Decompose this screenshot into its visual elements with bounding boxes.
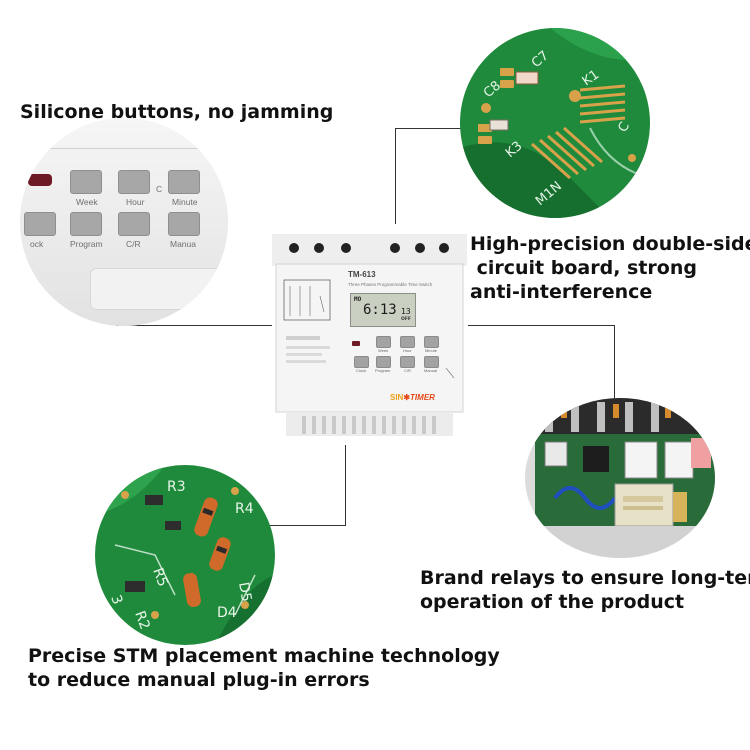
connector-pcb-top-h [395, 128, 465, 129]
minute-label: Minute [172, 197, 198, 207]
device-manual-label: Manual [424, 368, 438, 373]
device-cr-button[interactable] [400, 356, 415, 368]
connector-pcb-top-v [395, 128, 396, 224]
brand-timer: TIMER [410, 393, 435, 402]
device-week-button[interactable] [376, 336, 391, 348]
connector-stm-h [265, 525, 346, 526]
caption-silicone-buttons: Silicone buttons, no jamming [20, 100, 333, 124]
connector-relays-v [614, 325, 615, 401]
pcb-label-r3: R3 [167, 479, 186, 495]
lcd-state: OFF [401, 317, 411, 322]
connector-stm-v [345, 445, 346, 525]
lcd-day: MO [354, 296, 362, 303]
pcb-label-r4: R4 [235, 501, 254, 517]
relays-svg [525, 398, 715, 558]
device-clock-button[interactable] [354, 356, 369, 368]
device-hour-button[interactable] [400, 336, 415, 348]
device-week-label: Week [378, 348, 389, 353]
brand-separator-icon: ✱ [403, 393, 411, 402]
clock-label: ock [30, 239, 44, 249]
pcb-label-d4: D4 [217, 605, 237, 621]
hour-button[interactable] [118, 170, 150, 194]
device-minute-button[interactable] [424, 336, 439, 348]
caption-line: Precise STM placement machine technology [28, 645, 500, 667]
device-hour-label: Hour [403, 348, 412, 353]
device-program-label: Program [375, 368, 391, 373]
button-closeup-photo: Week Hour C Minute ock Program C/R Manua [20, 118, 228, 326]
minute-button[interactable] [168, 170, 200, 194]
pcb-label-d5: D5 [235, 581, 254, 603]
caption-line: anti-interference [470, 281, 653, 303]
pcb-label-r5: R5 [149, 566, 170, 589]
device-body-svg [272, 234, 467, 436]
device-clock-label: Clock [356, 368, 367, 373]
program-button[interactable] [70, 212, 102, 236]
caption-line: operation of the product [420, 591, 685, 613]
caption-stm-placement: Precise STM placement machine technology… [28, 644, 500, 692]
week-button[interactable] [70, 170, 102, 194]
device-subtitle: Three Phases Programmable Time Switch [348, 282, 433, 287]
caption-line: circuit board, strong [470, 257, 697, 279]
brand-sin: SIN [390, 393, 404, 402]
pcb-bottom-svg: R3 R4 R5 R2 D5 D4 3 [95, 465, 275, 645]
manual-label: Manua [170, 239, 196, 249]
caption-line: Brand relays to ensure long-term [420, 567, 750, 589]
led-indicator [28, 174, 52, 186]
brand-logo: SIN✱TIMER [390, 393, 435, 402]
caption-circuit-board: High-precision double-sided circuit boar… [470, 232, 750, 304]
lcd-time: 6:13 [363, 302, 397, 318]
time-switch-device: TM-613 Three Phases Programmable Time Sw… [272, 226, 467, 446]
device-program-button[interactable] [376, 356, 391, 368]
manual-button[interactable] [168, 212, 200, 236]
device-cr-label: C/R [404, 368, 411, 373]
pcb-closeup-bottom-photo: R3 R4 R5 R2 D5 D4 3 [95, 465, 275, 645]
caption-line: Silicone buttons, no jamming [20, 101, 334, 123]
week-label: Week [76, 197, 98, 207]
caption-line: High-precision double-sided [470, 233, 750, 255]
device-manual-button[interactable] [424, 356, 439, 368]
program-label: Program [70, 239, 103, 249]
pcb-top-svg: C7 K1 C8 K3 M1N C [460, 28, 650, 218]
clock-button[interactable] [24, 212, 56, 236]
device-minute-label: Minute [425, 348, 438, 353]
lcd-display: MO 6:13 13 OFF [350, 293, 416, 327]
cr-button[interactable] [118, 212, 150, 236]
relays-closeup-photo [525, 398, 715, 558]
caption-line: to reduce manual plug-in errors [28, 669, 370, 691]
pcb-closeup-top-photo: C7 K1 C8 K3 M1N C [460, 28, 650, 218]
pcb-label-r2: R2 [131, 609, 152, 632]
lcd-seconds: 13 [401, 307, 411, 316]
c-label: C [156, 184, 163, 194]
cr-label: C/R [126, 239, 141, 249]
connector-relays-h [468, 325, 615, 326]
device-model-label: TM-613 [348, 270, 376, 279]
caption-brand-relays: Brand relays to ensure long-term operati… [420, 566, 750, 614]
hour-label: Hour [126, 197, 145, 207]
